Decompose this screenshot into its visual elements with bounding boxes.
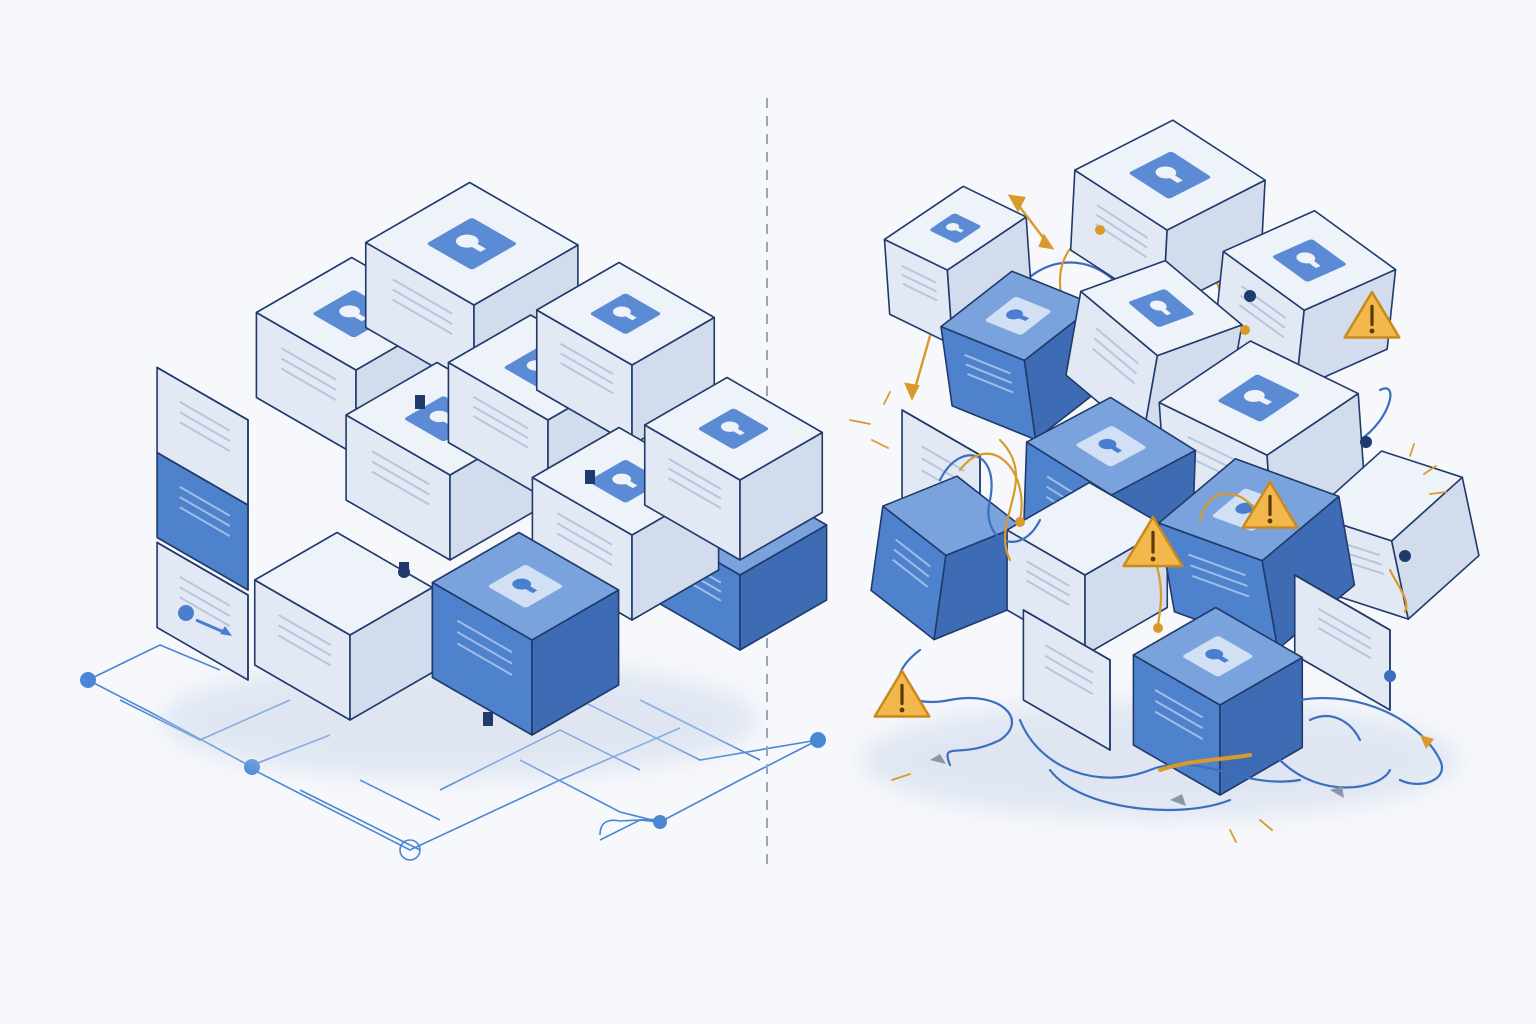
motion-arrows (904, 194, 1055, 401)
pile-box (1158, 340, 1365, 541)
strap-hook (585, 470, 595, 484)
pile-box (870, 475, 1021, 641)
document-icon (1273, 239, 1346, 282)
chart-icon (488, 565, 563, 608)
stack-box (253, 531, 434, 721)
pile-box (1132, 606, 1304, 796)
warning-signs (873, 290, 1401, 718)
strap-knot (398, 566, 410, 578)
warning-icon (1122, 515, 1184, 568)
calendar-icon (1183, 636, 1253, 677)
warning-icon (1343, 290, 1401, 339)
robot-icon (427, 218, 517, 270)
grid-icon (590, 293, 661, 334)
plug-connectors (930, 225, 1434, 806)
stack-box (156, 366, 249, 506)
search-icon (1076, 426, 1146, 467)
sparks (849, 391, 1447, 843)
stack-box (535, 261, 716, 446)
strap-hook (415, 395, 425, 409)
clock-icon (1129, 289, 1194, 327)
grid-icon (1218, 374, 1300, 422)
stack-box (156, 541, 249, 681)
image-icon (930, 213, 981, 243)
stack-box (431, 531, 620, 736)
calendar-icon (698, 408, 769, 449)
warning-icon (873, 669, 931, 718)
pile-box (1022, 609, 1111, 751)
pile-box (1158, 457, 1356, 651)
stack-box (643, 376, 824, 561)
magnifier-icon (588, 460, 663, 503)
tangled-wires-front (897, 438, 1444, 812)
arrow-icon (178, 605, 232, 636)
organized-box-stack (156, 181, 828, 736)
warning-icon (1241, 480, 1299, 529)
document-icon (1129, 151, 1211, 199)
tangled-box-pile (870, 119, 1480, 796)
check-icon (985, 297, 1051, 335)
pile-box (1293, 574, 1391, 711)
strap-hook (483, 712, 493, 726)
